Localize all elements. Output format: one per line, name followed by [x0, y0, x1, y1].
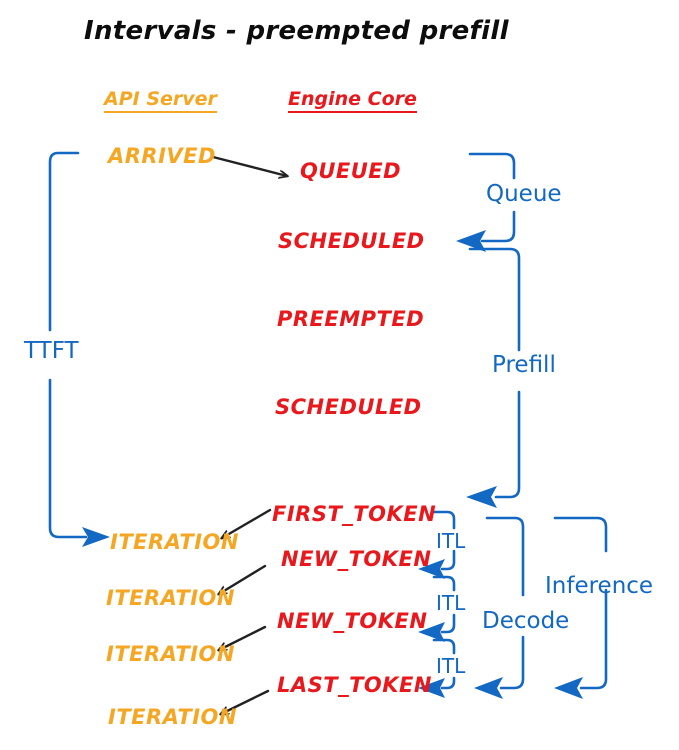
interval-label-itl-1: ITL: [436, 529, 466, 553]
event-iteration-2: ITERATION: [106, 586, 235, 610]
interval-label-decode: Decode: [482, 608, 570, 634]
interval-label-itl-2: ITL: [436, 591, 466, 615]
interval-label-queue: Queue: [486, 181, 562, 207]
interval-label-inference: Inference: [545, 573, 654, 599]
interval-bracket-prefill: [466, 247, 521, 508]
event-first-token: FIRST_TOKEN: [272, 502, 437, 526]
event-iteration-3: ITERATION: [106, 642, 235, 666]
event-scheduled-2: SCHEDULED: [275, 395, 422, 419]
event-last-token: LAST_TOKEN: [277, 673, 432, 697]
event-queued: QUEUED: [300, 159, 402, 183]
event-arrived: ARRIVED: [108, 144, 216, 168]
arrow-arrived-to-queued: [211, 155, 287, 176]
event-iteration-1: ITERATION: [110, 530, 239, 554]
page-title: Intervals - preempted prefill: [84, 16, 509, 46]
event-new-token-2: NEW_TOKEN: [277, 609, 428, 633]
interval-label-ttft: TTFT: [24, 338, 79, 364]
event-new-token-1: NEW_TOKEN: [281, 547, 432, 571]
column-header-engine-core: Engine Core: [288, 90, 417, 113]
event-iteration-4: ITERATION: [108, 705, 237, 729]
event-scheduled-1: SCHEDULED: [278, 229, 425, 253]
interval-label-itl-3: ITL: [436, 654, 466, 678]
event-preempted: PREEMPTED: [277, 307, 425, 331]
column-header-api-server: API Server: [104, 90, 217, 113]
interval-label-prefill: Prefill: [492, 352, 556, 378]
